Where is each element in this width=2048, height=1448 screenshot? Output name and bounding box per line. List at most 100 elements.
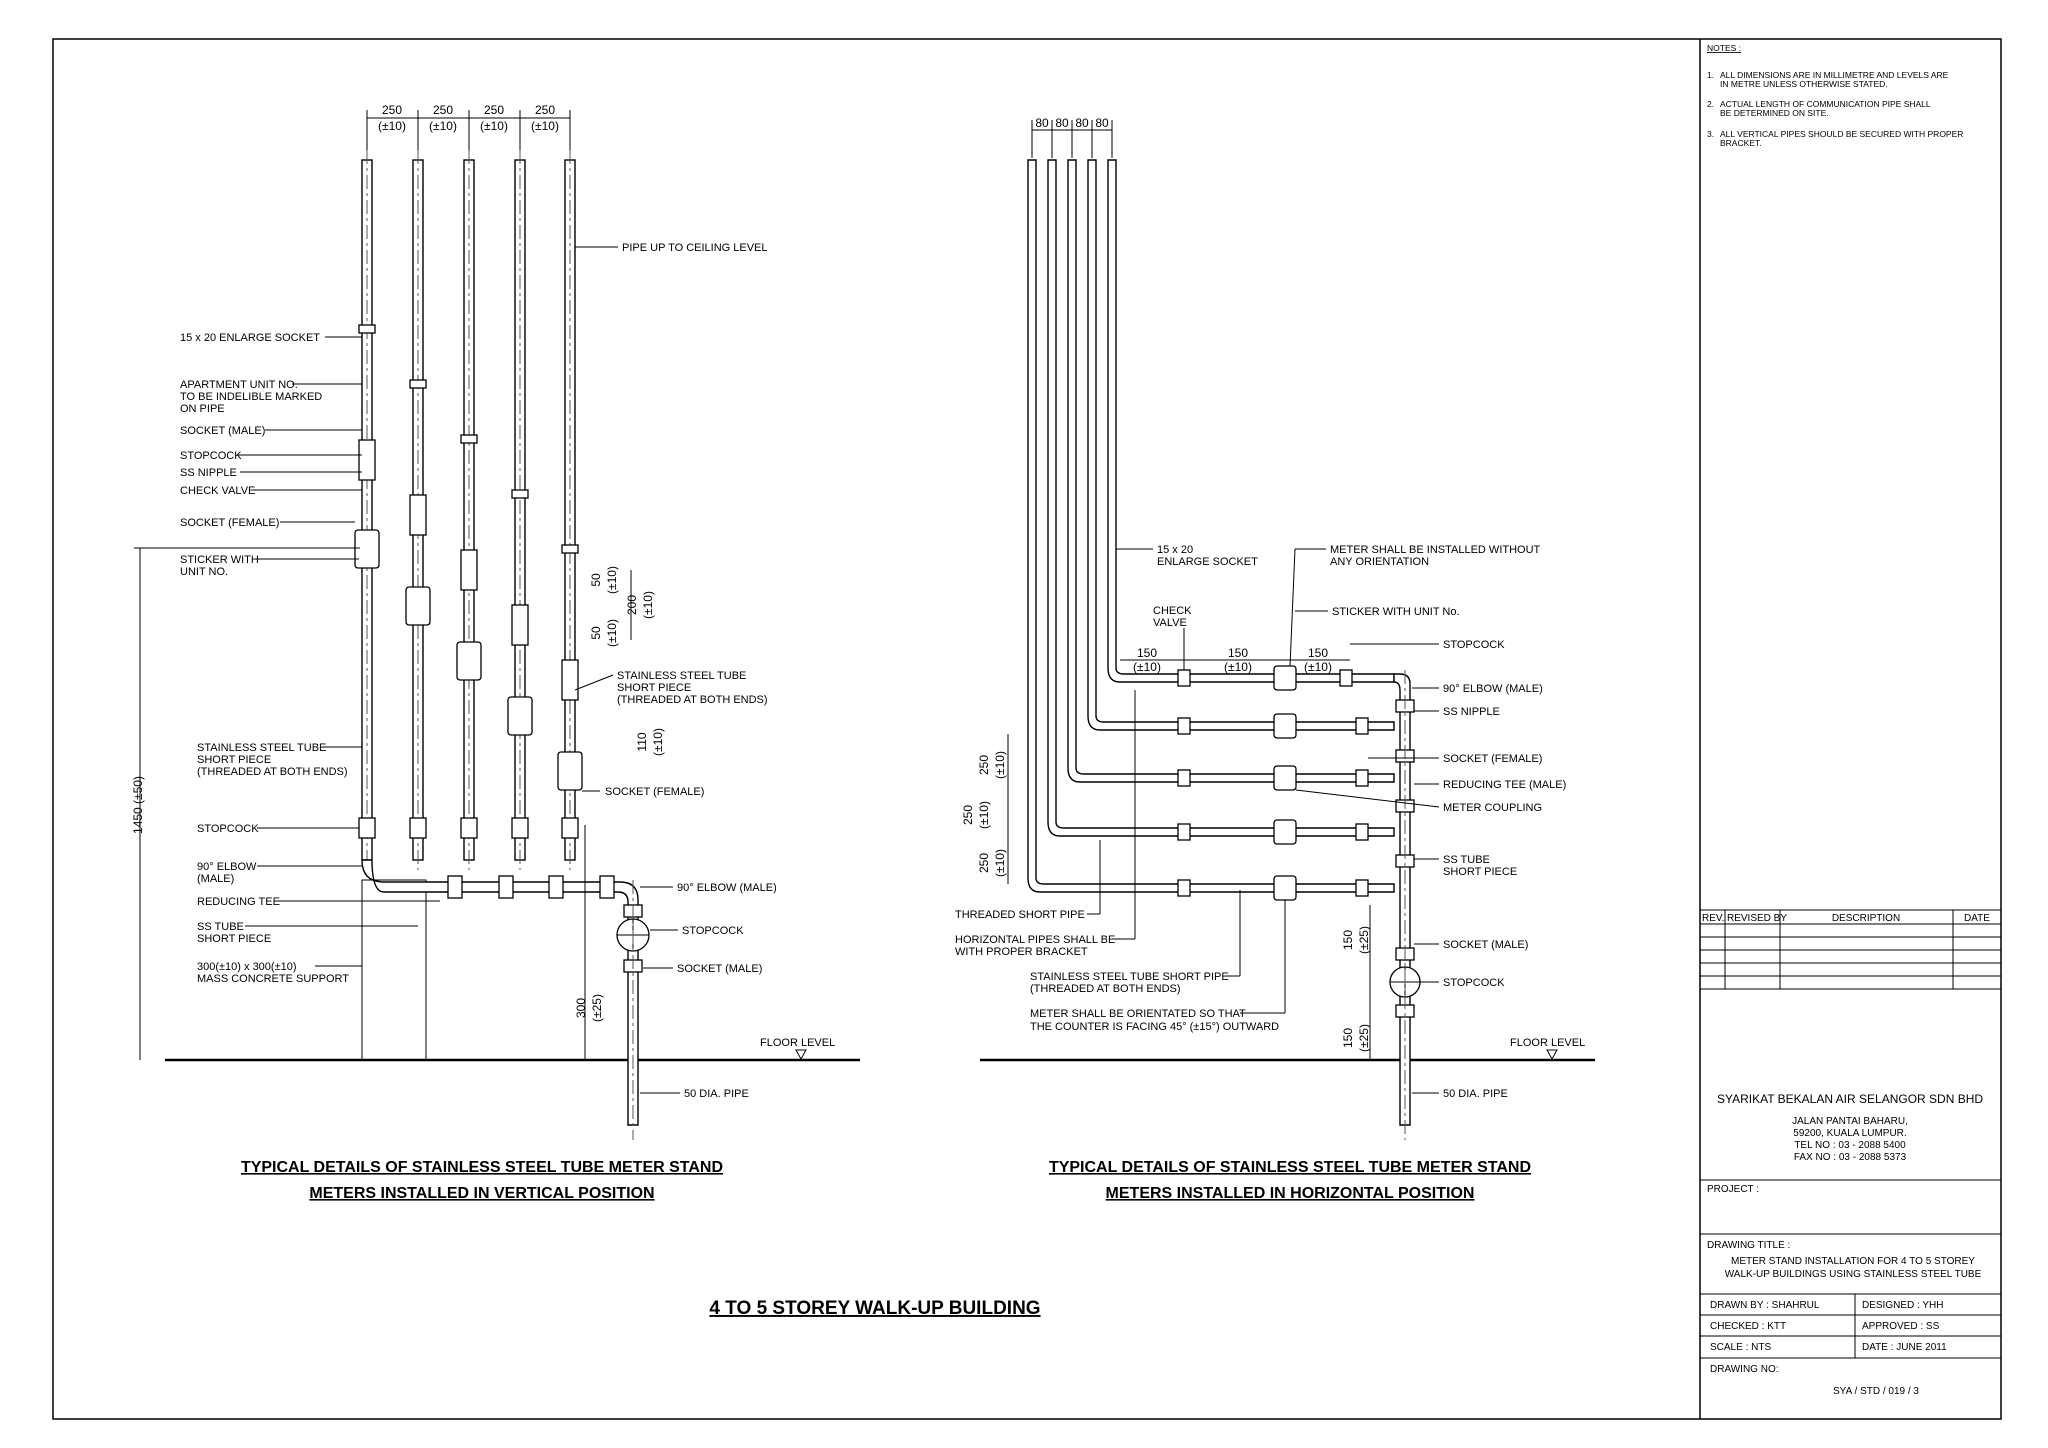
svg-text:SOCKET (FEMALE): SOCKET (FEMALE): [180, 517, 279, 529]
svg-text:STAINLESS STEEL TUBE SHORT PIP: STAINLESS STEEL TUBE SHORT PIPE: [1030, 971, 1229, 983]
project-label: PROJECT :: [1707, 1184, 1759, 1195]
svg-text:250: 250: [961, 805, 975, 825]
svg-text:ACTUAL LENGTH OF COMMUNICATION: ACTUAL LENGTH OF COMMUNICATION PIPE SHAL…: [1720, 99, 1931, 109]
horizontal-meters: [1177, 665, 1369, 901]
company-fax: FAX NO : 03 - 2088 5373: [1794, 1152, 1907, 1163]
svg-text:(±10): (±10): [605, 619, 619, 647]
svg-text:SS NIPPLE: SS NIPPLE: [180, 467, 237, 479]
designed-by: DESIGNED : YHH: [1862, 1300, 1944, 1311]
left-callouts: PIPE UP TO CEILING LEVEL 15 x 20 ENLARGE…: [180, 242, 768, 985]
right-detail-callouts: 15 x 20 ENLARGE SOCKET METER SHALL BE IN…: [955, 544, 1585, 1100]
svg-text:THE COUNTER IS FACING 45° (±15: THE COUNTER IS FACING 45° (±15°) OUTWARD: [1030, 1021, 1279, 1033]
svg-text:SOCKET (FEMALE): SOCKET (FEMALE): [1443, 753, 1542, 765]
svg-text:2.: 2.: [1707, 99, 1714, 109]
svg-text:250: 250: [382, 103, 402, 117]
svg-text:80: 80: [1075, 116, 1089, 130]
right-callouts: STAINLESS STEEL TUBE SHORT PIECE (THREAD…: [574, 670, 835, 1100]
svg-text:110: 110: [635, 732, 649, 751]
svg-text:50 DIA. PIPE: 50 DIA. PIPE: [684, 1088, 749, 1100]
svg-text:50: 50: [589, 626, 603, 640]
company-addr1: JALAN PANTAI BAHARU,: [1792, 1116, 1908, 1127]
revised-by-header: REVISED BY: [1727, 913, 1787, 924]
svg-text:CHECK: CHECK: [1153, 605, 1192, 617]
main-riser: [1389, 670, 1421, 1140]
top-spacing-dims: 250 250 250 250 (±10) (±10) (±10) (±10): [366, 103, 571, 150]
svg-text:METER SHALL BE INSTALLED WITHO: METER SHALL BE INSTALLED WITHOUT: [1330, 544, 1541, 556]
svg-text:SHORT PIECE: SHORT PIECE: [617, 682, 691, 694]
svg-text:(±10): (±10): [993, 849, 1007, 877]
svg-text:80: 80: [1055, 116, 1069, 130]
drawing-no: SYA / STD / 019 / 3: [1833, 1386, 1919, 1397]
note-2: 2. ACTUAL LENGTH OF COMMUNICATION PIPE S…: [1707, 99, 1931, 118]
svg-text:STOPCOCK: STOPCOCK: [180, 450, 242, 462]
svg-text:(±10): (±10): [1133, 660, 1161, 674]
svg-text:REDUCING TEE (MALE): REDUCING TEE (MALE): [1443, 779, 1566, 791]
meters: [354, 529, 583, 791]
right-title-line2: METERS INSTALLED IN HORIZONTAL POSITION: [1106, 1185, 1475, 1202]
scale: SCALE : NTS: [1710, 1342, 1771, 1353]
right-title-line1: TYPICAL DETAILS OF STAINLESS STEEL TUBE …: [1049, 1159, 1531, 1176]
top-spacing-dims-right: 80 80 80 80: [1031, 116, 1113, 158]
svg-text:ON PIPE: ON PIPE: [180, 403, 225, 415]
svg-text:SHORT PIECE: SHORT PIECE: [1443, 866, 1517, 878]
svg-text:80: 80: [1095, 116, 1109, 130]
pipe-fittings: [358, 324, 579, 839]
date: DATE : JUNE 2011: [1862, 1342, 1947, 1353]
svg-text:(±25): (±25): [590, 994, 604, 1022]
svg-text:SS TUBE: SS TUBE: [1443, 854, 1490, 866]
svg-text:150: 150: [1341, 1028, 1355, 1048]
note-3: 3. ALL VERTICAL PIPES SHOULD BE SECURED …: [1707, 129, 1963, 148]
notes-heading: NOTES :: [1707, 43, 1741, 53]
svg-text:80: 80: [1035, 116, 1049, 130]
checked-by: CHECKED : KTT: [1710, 1321, 1786, 1332]
svg-text:UNIT NO.: UNIT NO.: [180, 566, 228, 578]
svg-text:SOCKET (MALE): SOCKET (MALE): [677, 963, 762, 975]
approved-by: APPROVED : SS: [1862, 1321, 1940, 1332]
company-tel: TEL NO : 03 - 2088 5400: [1794, 1140, 1906, 1151]
svg-text:METER COUPLING: METER COUPLING: [1443, 802, 1542, 814]
horizontal-meter-detail: 80 80 80 80 150 (±10) 150 (±10) 150 (±10…: [955, 116, 1595, 1202]
svg-text:FLOOR LEVEL: FLOOR LEVEL: [760, 1037, 835, 1049]
svg-text:50: 50: [589, 573, 603, 587]
svg-text:(±10): (±10): [1224, 660, 1252, 674]
risers: [1027, 159, 1395, 893]
svg-text:90° ELBOW (MALE): 90° ELBOW (MALE): [677, 882, 777, 894]
svg-text:1.: 1.: [1707, 70, 1714, 80]
date-header: DATE: [1964, 913, 1990, 924]
svg-text:(THREADED AT BOTH ENDS): (THREADED AT BOTH ENDS): [197, 766, 348, 778]
svg-text:SOCKET (FEMALE): SOCKET (FEMALE): [605, 786, 704, 798]
svg-text:200: 200: [625, 595, 639, 615]
svg-text:150: 150: [1308, 646, 1328, 660]
svg-text:METER SHALL BE ORIENTATED SO T: METER SHALL BE ORIENTATED SO THAT: [1030, 1008, 1246, 1020]
svg-text:50 DIA. PIPE: 50 DIA. PIPE: [1443, 1088, 1508, 1100]
svg-text:(±10): (±10): [993, 751, 1007, 779]
svg-text:STICKER WITH UNIT No.: STICKER WITH UNIT No.: [1332, 606, 1460, 618]
svg-text:TO BE INDELIBLE MARKED: TO BE INDELIBLE MARKED: [180, 391, 322, 403]
svg-text:ANY ORIENTATION: ANY ORIENTATION: [1330, 556, 1429, 568]
vertical-dims: 1450 (±50) 300 (±25) 50 (±10) 200 (±10) …: [131, 547, 665, 1060]
svg-text:ALL DIMENSIONS ARE IN MILLIMET: ALL DIMENSIONS ARE IN MILLIMETRE AND LEV…: [1720, 70, 1949, 80]
note-1: 1. ALL DIMENSIONS ARE IN MILLIMETRE AND …: [1707, 70, 1949, 89]
svg-text:(±10): (±10): [480, 119, 508, 133]
svg-text:(±10): (±10): [605, 566, 619, 594]
svg-text:FLOOR LEVEL: FLOOR LEVEL: [1510, 1037, 1585, 1049]
company-addr2: 59200, KUALA LUMPUR.: [1793, 1128, 1906, 1139]
svg-text:VALVE: VALVE: [1153, 617, 1187, 629]
svg-text:(±25): (±25): [1357, 1024, 1371, 1052]
description-header: DESCRIPTION: [1832, 913, 1900, 924]
svg-text:ALL VERTICAL PIPES SHOULD BE S: ALL VERTICAL PIPES SHOULD BE SECURED WIT…: [1720, 129, 1963, 139]
label-enlarge-socket: 15 x 20 ENLARGE SOCKET: [180, 332, 320, 344]
svg-text:150: 150: [1137, 646, 1157, 660]
svg-text:SOCKET (MALE): SOCKET (MALE): [180, 425, 265, 437]
svg-text:SHORT PIECE: SHORT PIECE: [197, 933, 271, 945]
svg-text:ENLARGE SOCKET: ENLARGE SOCKET: [1157, 556, 1258, 568]
svg-text:1450 (±50): 1450 (±50): [131, 776, 145, 834]
concrete-support: [361, 879, 427, 1061]
svg-text:90° ELBOW: 90° ELBOW: [197, 861, 257, 873]
svg-text:(±10): (±10): [651, 728, 665, 756]
branch-dims: 150 (±10) 150 (±10) 150 (±10): [1120, 646, 1350, 674]
svg-text:HORIZONTAL PIPES SHALL BE: HORIZONTAL PIPES SHALL BE: [955, 934, 1115, 946]
svg-text:3.: 3.: [1707, 129, 1714, 139]
left-title-line1: TYPICAL DETAILS OF STAINLESS STEEL TUBE …: [241, 1159, 723, 1176]
